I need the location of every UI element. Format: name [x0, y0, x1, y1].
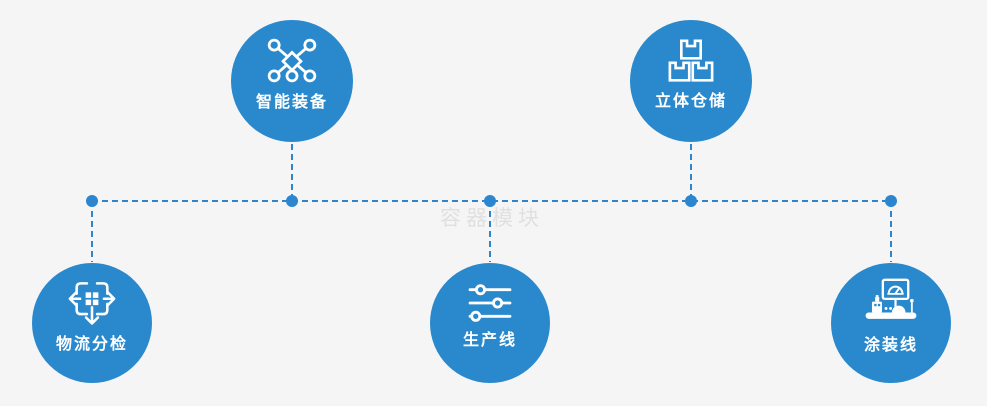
stacked-boxes-icon: [668, 38, 714, 82]
junction-dot: [86, 195, 98, 207]
node-label: 物流分检: [55, 333, 128, 353]
junction-dot: [685, 195, 697, 207]
node-smart-equipment: 智能装备: [231, 20, 353, 142]
junction-dot: [885, 195, 897, 207]
sliders-icon: [468, 283, 512, 322]
node-label: 智能装备: [255, 92, 328, 111]
node-logistics-sorting: 物流分检: [32, 263, 152, 383]
junction-dot: [286, 195, 298, 207]
node-coating-line: 涂装线: [831, 263, 951, 383]
node-stereo-warehouse: 立体仓储: [630, 20, 752, 142]
control-station-icon: [865, 278, 917, 319]
node-production-line: 生产线: [430, 263, 550, 383]
network-nodes-icon: [267, 38, 317, 83]
node-label: 生产线: [462, 329, 517, 349]
junction-dot: [484, 195, 496, 207]
node-label: 涂装线: [863, 335, 918, 354]
distribute-arrows-icon: [68, 281, 116, 325]
node-label: 立体仓储: [654, 90, 727, 110]
